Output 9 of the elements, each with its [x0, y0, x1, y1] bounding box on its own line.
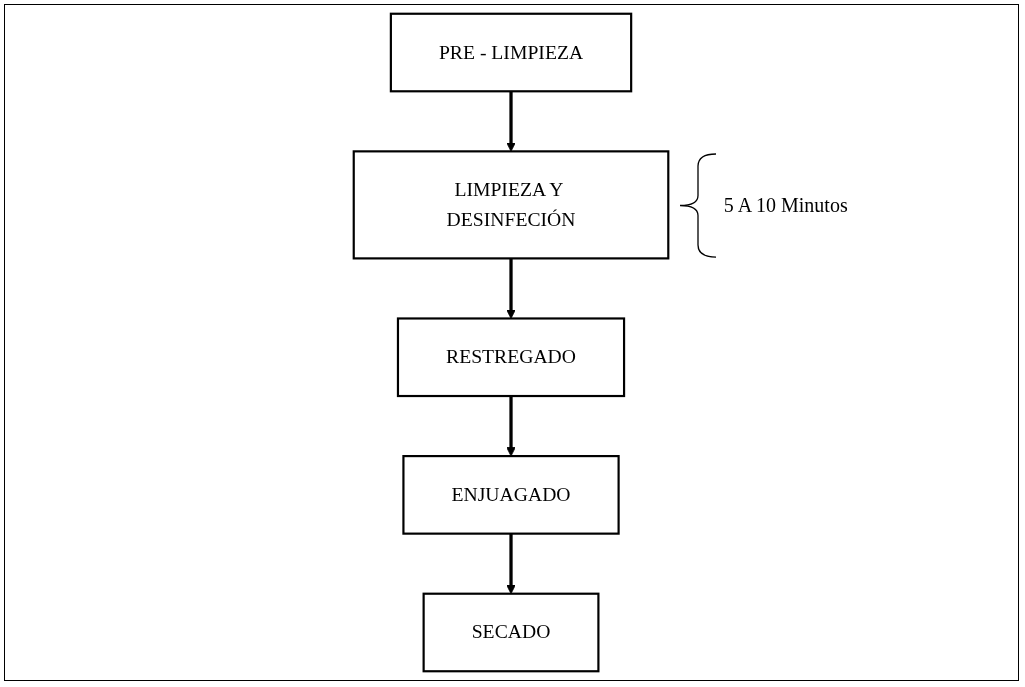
node-box: LIMPIEZA Y DESINFECIÓN	[353, 150, 670, 260]
arrow	[506, 258, 517, 319]
node-box: RESTREGADO	[397, 317, 626, 398]
node-box: ENJUAGADO	[402, 455, 621, 535]
node-box: PRE - LIMPIEZA	[390, 12, 633, 93]
arrow	[506, 396, 517, 457]
duration-label: 5 A 10 Minutos	[723, 194, 848, 218]
node-box: SECADO	[423, 592, 600, 673]
arrow	[506, 91, 517, 152]
